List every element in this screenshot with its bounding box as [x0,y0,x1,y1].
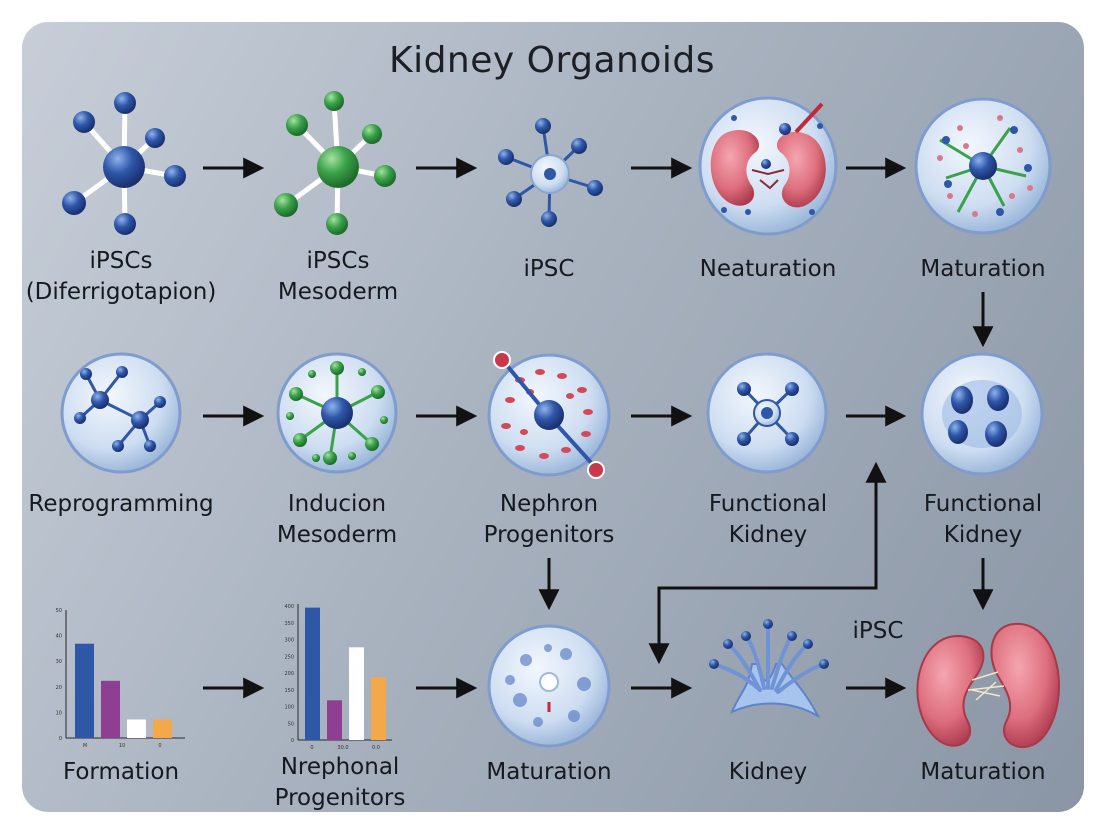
x-tick-label: 0 [310,745,313,751]
y-tick-label: 150 [284,688,294,694]
bar-4 [153,719,172,738]
ipsc-molecule-blue-icon [62,92,186,235]
formation-bar-chart: 50 40 30 20 10 0 M 10 0 [56,608,185,749]
bar-1 [305,607,320,740]
y-tick-label: 200 [284,671,294,677]
ipsc-cell-icon [498,118,603,227]
y-tick-label: 50 [288,721,294,727]
bar-3 [127,719,146,738]
x-tick-label: 10 [119,743,125,749]
x-tick-label: 0.0 [372,745,380,751]
label-formation: Formation [62,759,180,785]
y-tick-label: 350 [284,621,294,627]
maturation-cell-icon-2 [487,624,611,748]
label-maturation-1: Maturation [920,256,1046,282]
kidney-tubules-icon [709,619,829,719]
functional-kidney-nuclei-cell-icon [920,352,1044,476]
y-tick-label: 10 [56,710,62,716]
label-reprogramming: Reprogramming [28,491,214,517]
y-tick-label: 50 [56,608,62,614]
x-tick-label: M [83,743,87,749]
bar-1 [75,643,94,738]
page-title: Kidney Organoids [388,40,716,81]
bar-2 [101,680,120,738]
maturation-cell-icon [914,97,1052,235]
label-ipsc: iPSC [523,256,575,282]
functional-kidney-cell-icon [706,352,828,474]
reprogramming-cell-icon [60,352,182,474]
induction-mesoderm-cell-icon [276,352,398,474]
y-tick-label: 20 [56,685,62,691]
y-tick-label: 0 [291,738,294,744]
kidney-cell-icon [698,96,838,236]
nephron-progenitors-bar-chart: 400 350 300 250 200 150 100 50 0 0 30.0 0.0 [284,604,392,751]
bar-3 [349,647,364,740]
bar-2 [327,700,342,740]
label-maturation-2: Maturation [486,759,612,785]
ipsc-molecule-green-icon [274,91,396,235]
y-tick-label: 100 [284,705,294,711]
x-tick-label: 0 [158,743,161,749]
y-tick-label: 30 [56,659,62,665]
nephron-progenitor-cell-icon [487,351,611,479]
flow-arrows [203,157,994,699]
label-neaturation: Neaturation [699,256,837,282]
y-tick-label: 250 [284,654,294,660]
label-maturation-3: Maturation [920,759,1046,785]
y-tick-label: 300 [284,638,294,644]
y-tick-label: 400 [284,604,294,610]
bar-4 [371,677,386,740]
label-ipscs-diferrigotapion: iPSCs(Diferrigotapion) [25,248,217,305]
label-kidney: Kidney [728,759,808,785]
y-tick-label: 40 [56,634,62,640]
label-ipsc-arrow: iPSC [852,618,904,644]
x-tick-label: 30.0 [337,745,348,751]
kidney-pair-icon [916,622,1060,748]
y-tick-label: 0 [59,736,62,742]
